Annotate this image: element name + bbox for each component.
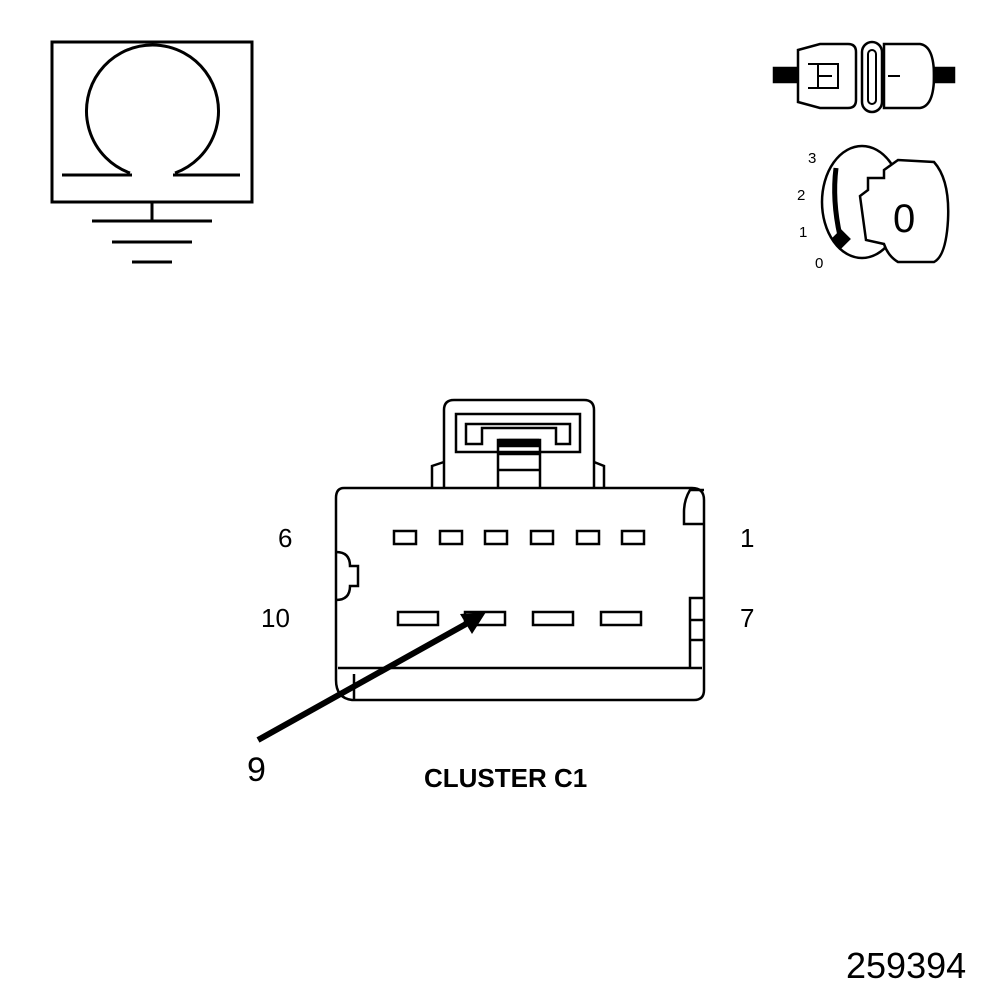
cavity — [531, 610, 575, 627]
figure-id: 259394 — [846, 945, 966, 986]
cavity — [529, 529, 555, 546]
pin-pointer-arrow — [256, 612, 486, 743]
cavity — [575, 529, 601, 546]
connector-c1 — [334, 398, 706, 702]
cavity — [438, 529, 464, 546]
ignition-position-1: 1 — [799, 224, 807, 241]
ignition-position-0: 0 — [815, 255, 823, 272]
pin-label-6: 6 — [278, 523, 292, 553]
connector-disconnect-icon — [772, 40, 956, 114]
cavity — [483, 529, 509, 546]
pin-label-10: 10 — [261, 603, 290, 633]
cavity-row-bottom — [396, 610, 643, 627]
ignition-position-2: 2 — [797, 187, 805, 204]
cavity — [396, 610, 440, 627]
cavity — [392, 529, 418, 546]
pin-label-1: 1 — [740, 523, 754, 553]
pointer-pin-label: 9 — [247, 751, 266, 789]
ignition-key-position: 0 — [893, 197, 915, 241]
ignition-position-3: 3 — [808, 150, 816, 167]
pin-label-7: 7 — [740, 603, 754, 633]
connector-caption: CLUSTER C1 — [424, 763, 587, 793]
ohmmeter-ground-icon — [50, 40, 254, 264]
cavity-row-top — [392, 529, 646, 546]
cavity — [620, 529, 646, 546]
cavity — [599, 610, 643, 627]
ignition-switch-off-icon: 3 2 1 0 0 — [797, 144, 950, 272]
